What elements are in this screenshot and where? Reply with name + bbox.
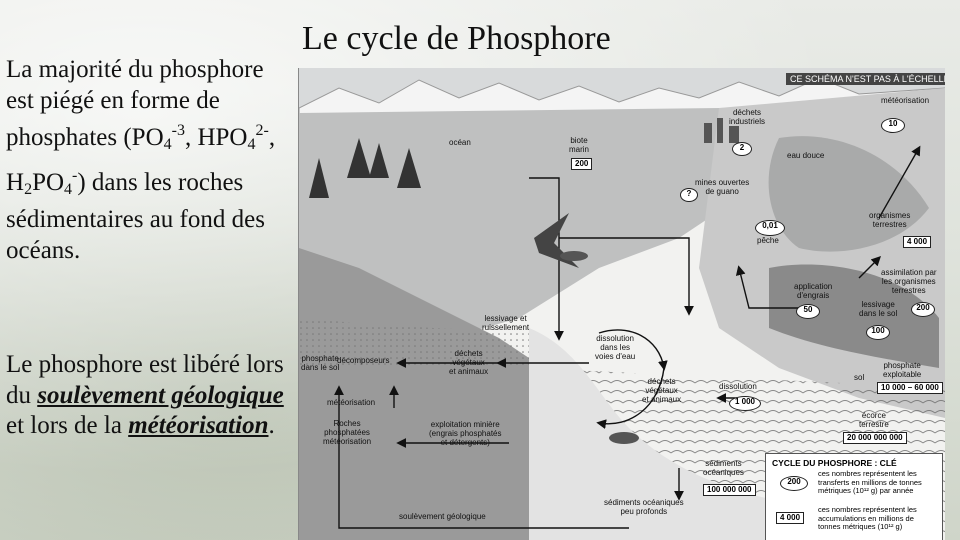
label-exploitation-miniere: exploitation minière (engrais phosphatés…: [429, 420, 502, 447]
key-box-sample: 4 000: [776, 512, 804, 524]
label-phosphate-sol: phosphate dans le sol: [301, 354, 339, 372]
emphasis-meteorisation: météorisation: [128, 412, 268, 439]
formula-h2po4: H2PO4-: [6, 169, 77, 196]
label-dissolution: dissolution: [719, 382, 757, 391]
label-sediments-oceaniques: sédiments océaniques: [703, 459, 744, 477]
value-biote-marin: 200: [571, 158, 592, 170]
text-block-liberation: Le phosphore est libéré lors du soulèvem…: [6, 350, 296, 442]
label-peche: pêche: [757, 236, 779, 245]
value-organismes: 4 000: [903, 236, 931, 248]
key-title: CYCLE DU PHOSPHORE : CLÉ: [772, 458, 897, 468]
label-sediments-peu-profonds: sédiments océaniques peu profonds: [604, 498, 684, 516]
emphasis-soulevement: soulèvement géologique: [37, 382, 284, 409]
value-assimilation: 200: [911, 302, 935, 317]
value-dechets-industriels: 2: [732, 142, 752, 156]
label-ocean: océan: [449, 138, 471, 147]
label-assimilation: assimilation par les organismes terrestr…: [881, 268, 937, 295]
label-engrais: application d'engrais: [794, 282, 832, 300]
key-box-description: ces nombres représentent les accumulatio…: [818, 506, 917, 532]
label-lessivage-sol: lessivage dans le sol: [859, 300, 897, 318]
value-dissolution: 1 000: [729, 396, 761, 411]
label-soulevement: soulèvement géologique: [399, 512, 486, 521]
label-mines-guano: mines ouvertes de guano: [695, 178, 749, 196]
label-dechets-vegetaux: déchets végétaux et animaux: [449, 349, 488, 376]
formula-po4: PO4-3: [132, 124, 185, 151]
key-oval-sample: 200: [780, 476, 808, 491]
scale-note: CE SCHÉMA N'EST PAS À L'ÉCHELLE: [786, 73, 945, 85]
label-meteorisation-top: météorisation: [881, 96, 929, 105]
formula-hpo4: HPO42-: [197, 124, 268, 151]
label-dechets-industriels: déchets industriels: [729, 108, 765, 126]
slide-title: Le cycle de Phosphore: [302, 20, 611, 58]
liberation-paragraph: Le phosphore est libéré lors du soulèvem…: [6, 350, 296, 442]
liberation-text-2: et lors de la: [6, 412, 128, 439]
label-organismes: organismes terrestres: [869, 211, 910, 229]
value-meteorisation-top: 10: [881, 118, 905, 133]
value-lessivage-sol: 100: [866, 325, 890, 340]
text-block-phosphates: La majorité du phosphore est piégé en fo…: [6, 55, 296, 266]
label-phosphate-exploitable: phosphate exploitable: [883, 361, 921, 379]
value-mines-guano: ?: [680, 188, 698, 202]
value-ecorce: 20 000 000 000: [843, 432, 907, 444]
value-phosphate-exploitable: 10 000 – 60 000: [877, 382, 943, 394]
label-dissolution-eau: dissolution dans les voies d'eau: [595, 334, 635, 361]
label-dechets-animaux: déchets végétaux et animaux: [642, 377, 681, 404]
label-decomposeurs: décomposeurs: [337, 356, 389, 365]
label-roches-phosphatees: Roches phosphatées météorisation: [323, 419, 371, 446]
value-peche: 0,01: [755, 220, 785, 236]
key-oval-description: ces nombres représentent les transferts …: [818, 470, 922, 496]
label-biote-marin: biote marin: [569, 136, 589, 154]
phosphate-paragraph: La majorité du phosphore est piégé en fo…: [6, 55, 296, 266]
label-lessivage: lessivage et ruissellement: [482, 314, 529, 332]
label-sol: sol: [854, 373, 864, 382]
label-meteorisation: météorisation: [327, 398, 375, 407]
label-eau-douce: eau douce: [787, 151, 824, 160]
value-sediments-oceaniques: 100 000 000: [703, 484, 756, 496]
phosphorus-cycle-diagram: CE SCHÉMA N'EST PAS À L'ÉCHELLE océan bi…: [298, 68, 945, 540]
legend-key: CYCLE DU PHOSPHORE : CLÉ 200 ces nombres…: [765, 453, 943, 540]
label-ecorce: écorce terrestre: [859, 411, 889, 429]
value-engrais: 50: [796, 304, 820, 319]
